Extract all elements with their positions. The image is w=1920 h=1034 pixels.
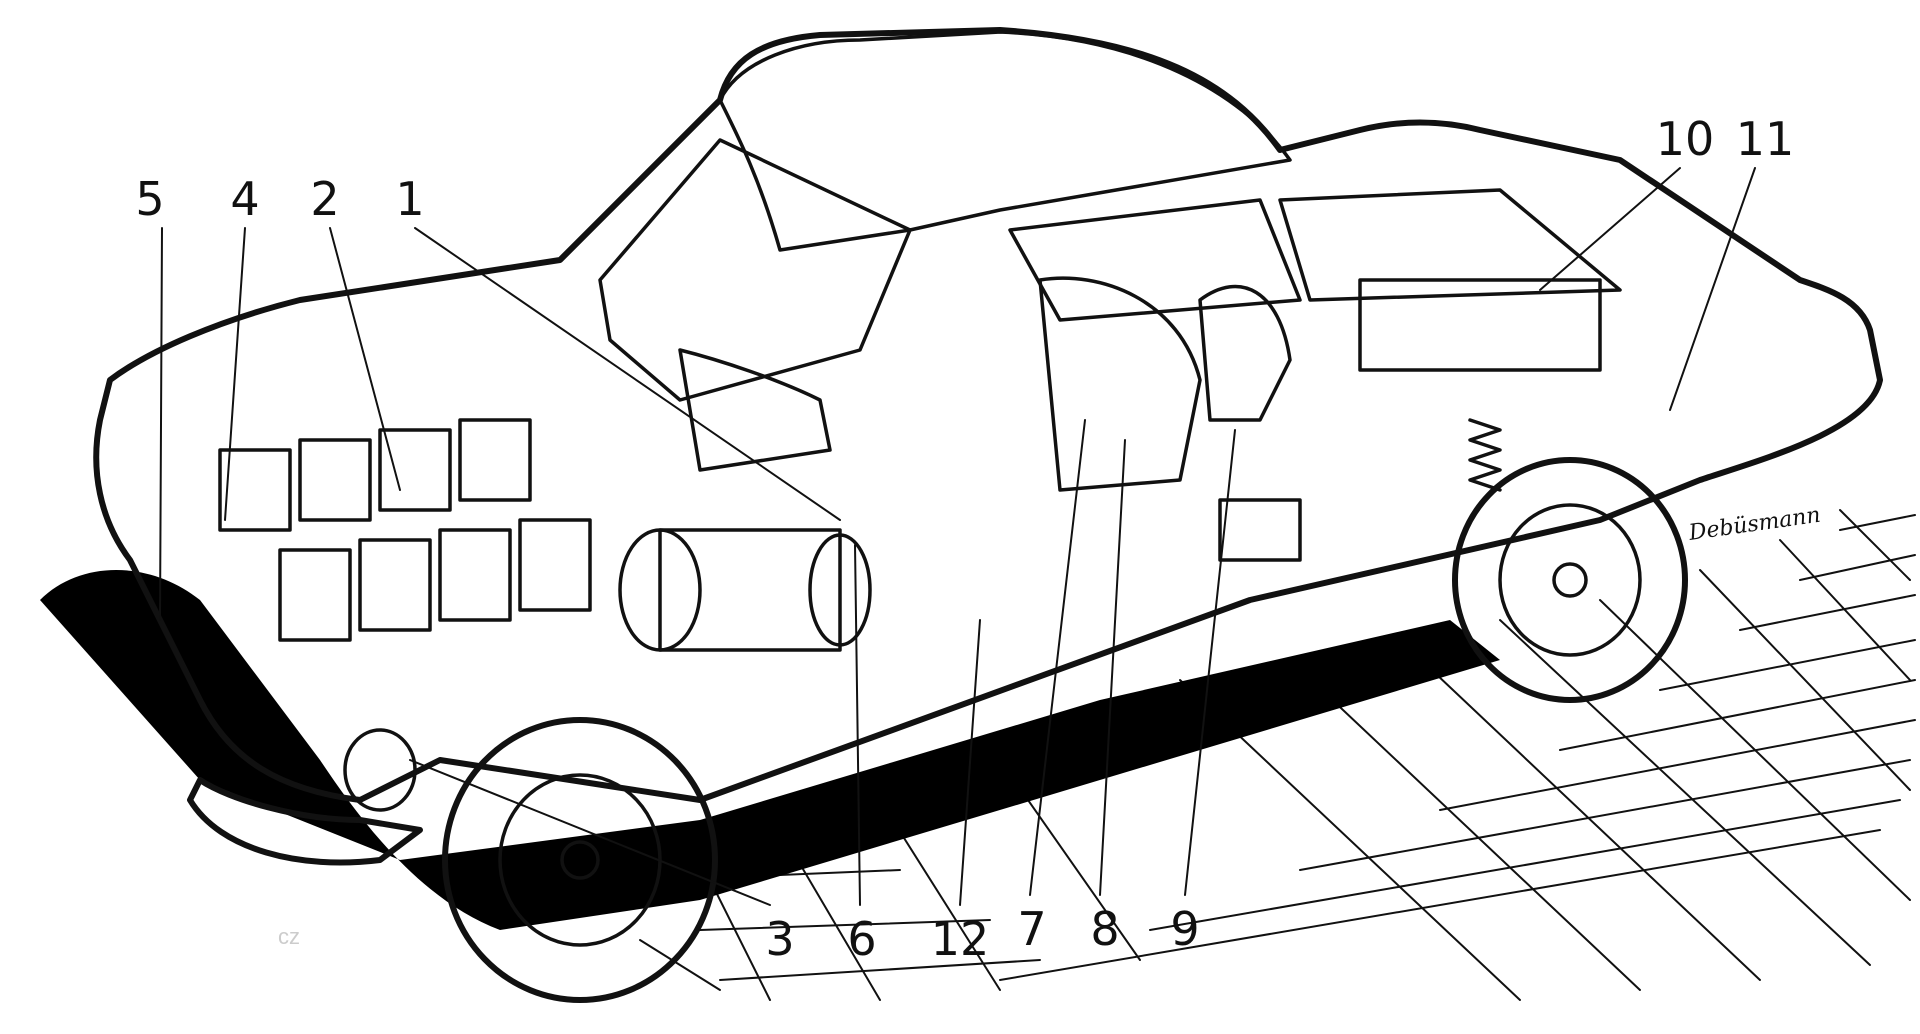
- callout-numbers: 5 4 2 1 10 11 3 6 12 7 8 9: [135, 112, 1794, 966]
- leader-lines: [159, 167, 1756, 906]
- callout-4: 4: [230, 172, 259, 226]
- auxiliary-battery: [1218, 498, 1302, 562]
- car-body: [93, 27, 1883, 803]
- callout-12: 12: [931, 912, 990, 966]
- electric-motor: [618, 528, 872, 652]
- callout-3: 3: [765, 912, 794, 966]
- callout-2: 2: [310, 172, 339, 226]
- rear-wheel: [1452, 457, 1688, 703]
- watermark: cz: [278, 924, 300, 949]
- callout-5: 5: [135, 172, 164, 226]
- rear-control-unit: [1358, 278, 1602, 372]
- headlight: [343, 728, 417, 812]
- car-shadow: [40, 570, 1500, 930]
- callout-8: 8: [1090, 902, 1119, 956]
- callout-6: 6: [847, 912, 876, 966]
- callout-10: 10: [1656, 112, 1715, 166]
- artist-signature: Debüsmann: [1686, 503, 1822, 546]
- callout-1: 1: [395, 172, 424, 226]
- callout-9: 9: [1170, 902, 1199, 956]
- callout-7: 7: [1017, 902, 1046, 956]
- battery-pack: [218, 418, 592, 642]
- callout-11: 11: [1736, 112, 1795, 166]
- front-bumper: [187, 777, 423, 866]
- rear-suspension-spring: [1468, 418, 1502, 492]
